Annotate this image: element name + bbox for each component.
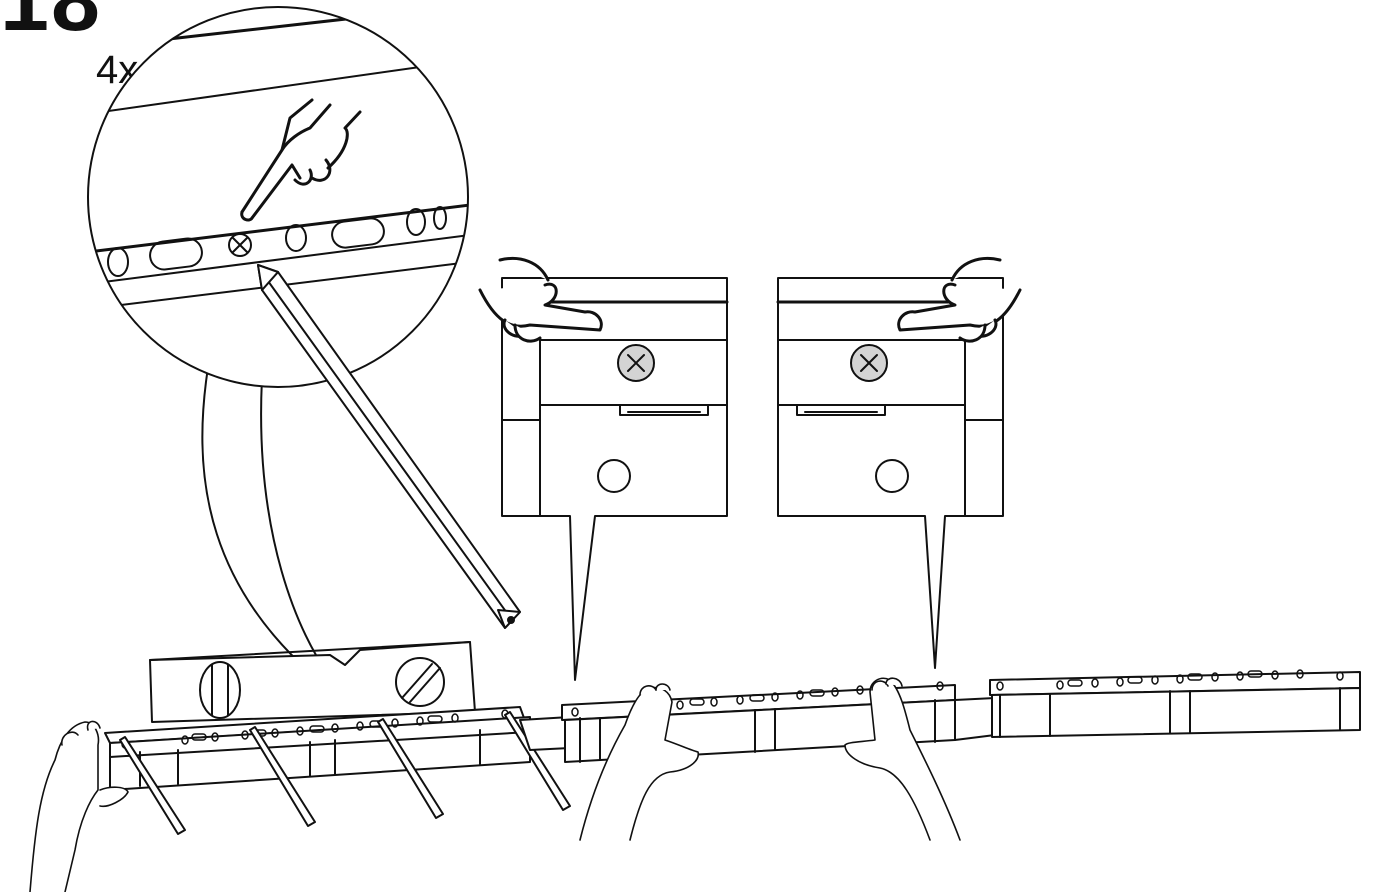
detail-panel-left: [480, 258, 727, 680]
cross-mark-icon: [851, 345, 887, 381]
rail-left: [105, 707, 570, 834]
rail-right: [990, 670, 1360, 737]
magnified-detail: [80, 5, 470, 708]
magnifier-circle: [88, 7, 468, 387]
rail-middle: [520, 682, 995, 762]
cross-mark-icon: [618, 345, 654, 381]
detail-panel-right: [778, 258, 1020, 668]
